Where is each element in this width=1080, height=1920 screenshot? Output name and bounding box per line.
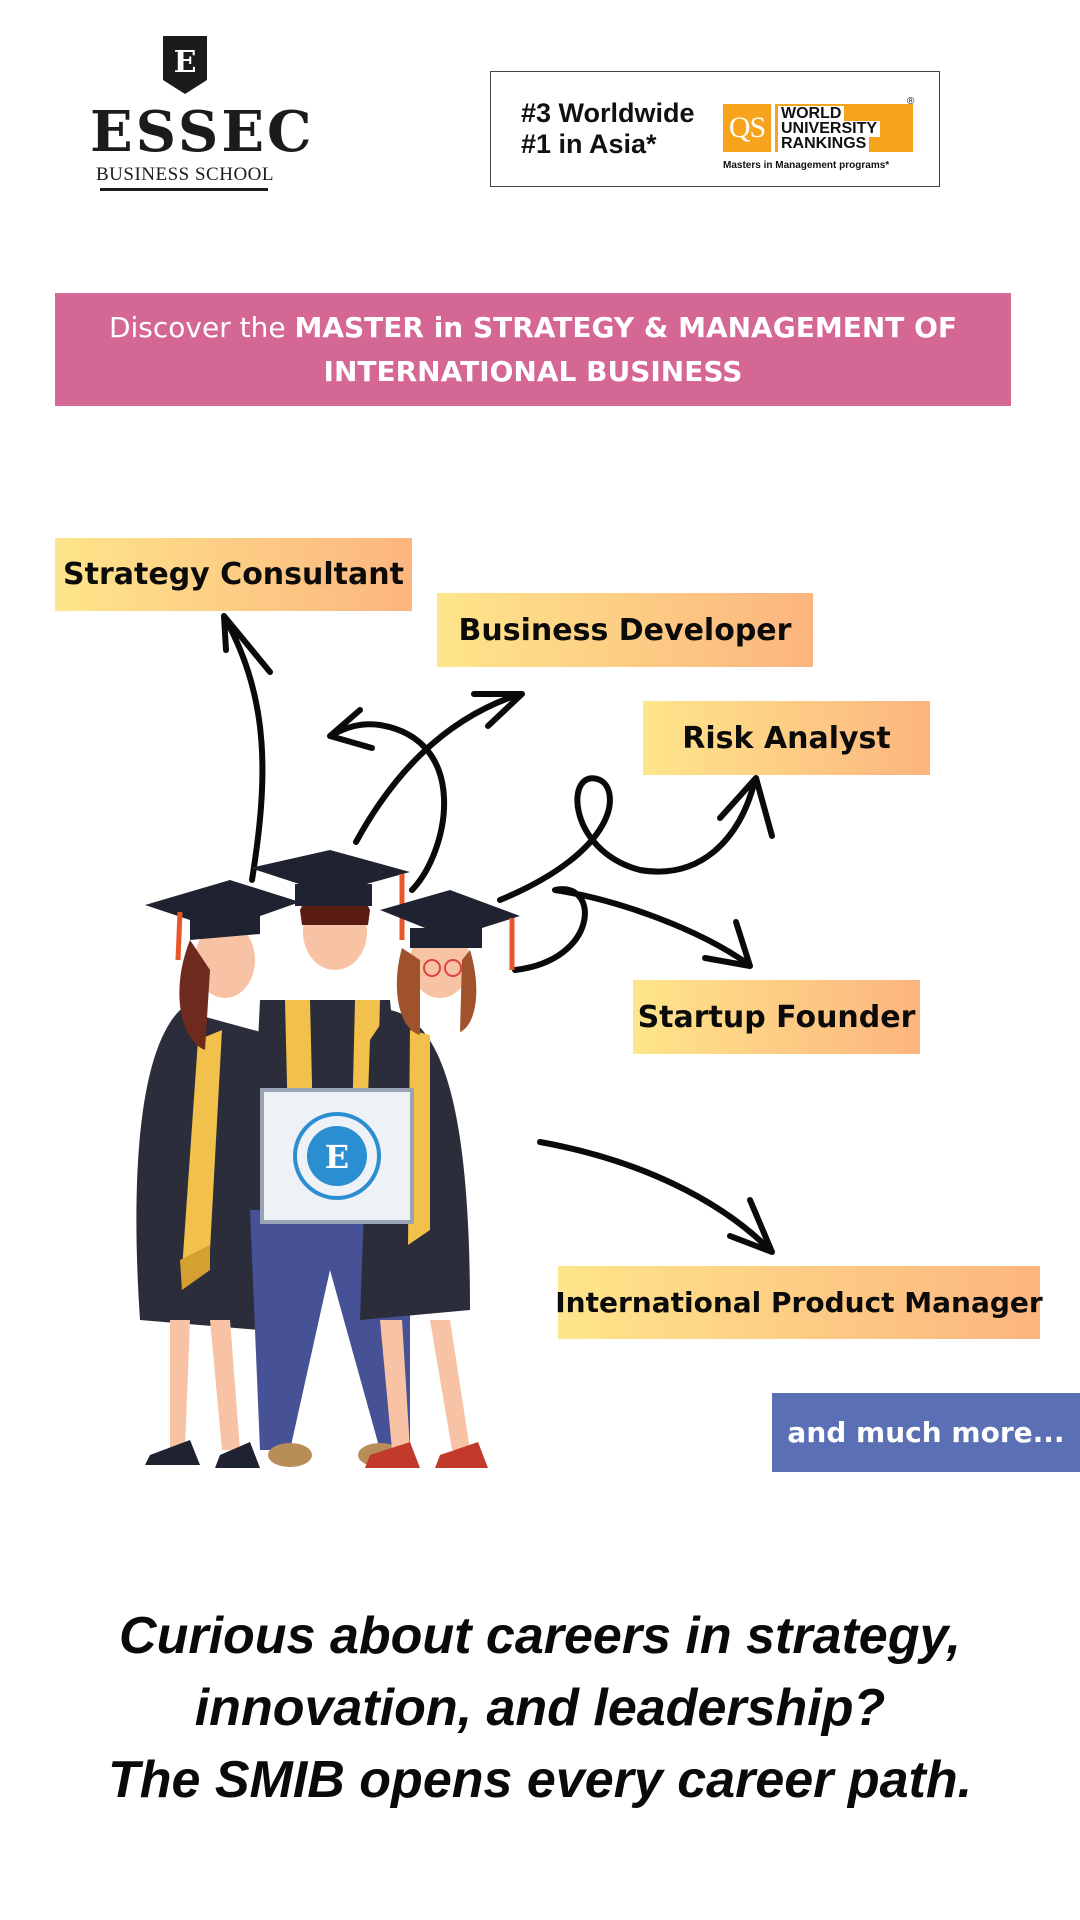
arrow-strategy-consultant (223, 617, 266, 883)
ranking-box: #3 Worldwide #1 in Asia* QS WORLD UNIVER… (490, 71, 940, 187)
banner-lead: Discover the (108, 311, 295, 344)
diploma: E (260, 1088, 414, 1224)
qs-line-university: UNIVERSITY (778, 121, 881, 137)
ranking-text: #3 Worldwide #1 in Asia* (521, 98, 695, 160)
diploma-seal-icon (293, 1112, 381, 1200)
tagline-line-1: Curious about careers in strategy, (119, 1607, 961, 1665)
qs-badge: QS (723, 104, 771, 152)
program-banner: Discover the MASTER in STRATEGY & MANAGE… (55, 293, 1011, 406)
logo-monogram-letter: E (174, 45, 197, 80)
career-international-product-manager: International Product Manager (555, 1266, 1043, 1339)
graduate-right (360, 890, 520, 1468)
qs-line-rankings: RANKINGS (778, 136, 870, 152)
career-strategy-consultant: Strategy Consultant (55, 538, 412, 611)
essec-logo: E ESSEC BUSINESS SCHOOL (90, 36, 315, 196)
arrowhead-risk-analyst (717, 775, 775, 839)
career-business-developer: Business Developer (437, 593, 813, 667)
logo-subtitle: BUSINESS SCHOOL (95, 164, 274, 185)
arrow-business-developer (353, 691, 523, 845)
logo-underline (100, 188, 268, 191)
tagline-line-2: innovation, and leadership? (194, 1679, 886, 1737)
career-startup-founder: Startup Founder (633, 980, 920, 1054)
and-much-more-button[interactable]: and much more... (772, 1393, 1080, 1472)
tagline-line-3: The SMIB opens every career path. (107, 1751, 973, 1809)
qs-registered-mark: ® (907, 96, 915, 107)
career-risk-analyst: Risk Analyst (643, 701, 930, 775)
ranking-worldwide: #3 Worldwide (521, 98, 695, 128)
ranking-asia: #1 in Asia* (521, 129, 657, 159)
diploma-seal-letter: E (325, 1138, 349, 1176)
qs-rankings-logo: QS WORLD UNIVERSITY RANKINGS ® (723, 96, 914, 156)
qs-text-block: WORLD UNIVERSITY RANKINGS (775, 104, 913, 152)
arrowhead-product-manager (727, 1197, 775, 1255)
arrow-product-manager (537, 1139, 773, 1253)
banner-program-name: MASTER in STRATEGY & MANAGEMENT OF INTER… (294, 311, 958, 388)
arrowhead-strategy-consultant (221, 613, 273, 675)
arrowhead-business-developer (471, 691, 525, 729)
graduate-left (136, 880, 300, 1468)
logo-wordmark: ESSEC (90, 99, 315, 165)
arrowhead-startup-founder (702, 919, 753, 969)
closing-tagline: Curious about careers in strategy, innov… (40, 1600, 1040, 1816)
graduates-illustration: E (136, 850, 520, 1468)
essec-monogram-icon: E (163, 36, 207, 94)
qs-line-world: WORLD (778, 106, 845, 122)
arrowhead-loop-left (327, 707, 375, 751)
ranking-footnote: Masters in Management programs* (723, 160, 890, 171)
